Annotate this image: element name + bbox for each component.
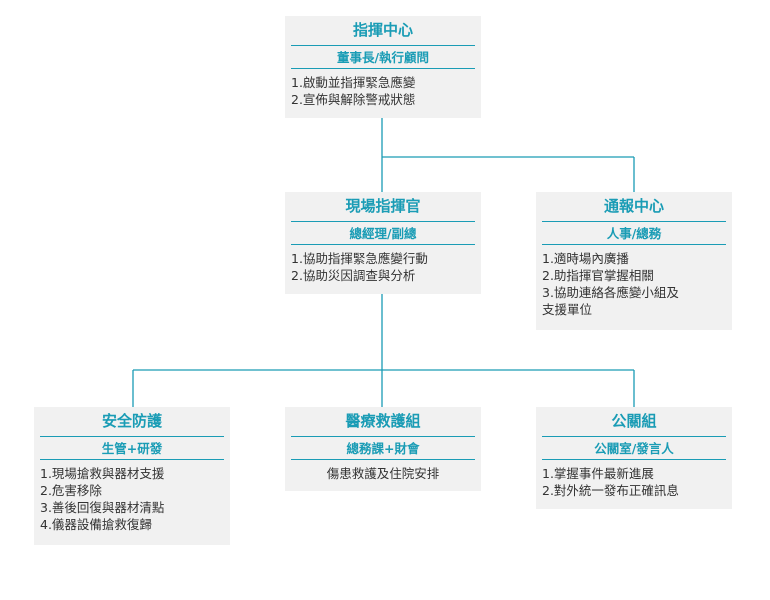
- node-role: 生管+研發: [40, 436, 224, 460]
- node-role: 公關室/發言人: [542, 436, 726, 460]
- duty-item: 2.危害移除: [40, 483, 102, 498]
- duty-item: 4.儀器設備搶救復歸: [40, 517, 152, 532]
- duty-item: 1.適時場內廣播: [542, 251, 629, 266]
- duty-item: 2.對外統一發布正確訊息: [542, 483, 679, 498]
- duty-item: 1.現場搶救與器材支援: [40, 466, 165, 481]
- node-title: 公關組: [611, 412, 657, 430]
- node-role: 董事長/執行顧問: [291, 45, 475, 69]
- duty-item: 3.協助連絡各應變小組及: [542, 285, 679, 300]
- duty-item: 支援單位: [542, 302, 593, 317]
- node-title: 指揮中心: [352, 21, 413, 39]
- notification-center-box: 通報中心 人事/總務 1.適時場內廣播 2.助指揮官掌握相關 3.協助連絡各應變…: [536, 192, 732, 330]
- safety-team-box: 安全防護 生管+研發 1.現場搶救與器材支援 2.危害移除 3.善後回復與器材清…: [34, 407, 230, 545]
- duty-item: 2.助指揮官掌握相關: [542, 268, 654, 283]
- duty-item: 1.啟動並指揮緊急應變: [291, 75, 416, 90]
- duty-item: 傷患救護及住院安排: [326, 466, 440, 481]
- node-duties: 1.適時場內廣播 2.助指揮官掌握相關 3.協助連絡各應變小組及 支援單位: [542, 245, 726, 324]
- node-duties: 1.現場搶救與器材支援 2.危害移除 3.善後回復與器材清點 4.儀器設備搶救復…: [40, 460, 224, 539]
- pr-team-box: 公關組 公關室/發言人 1.掌握事件最新進展 2.對外統一發布正確訊息: [536, 407, 732, 509]
- node-duties: 1.協助指揮緊急應變行動 2.協助災因調查與分析: [291, 245, 475, 290]
- node-title: 醫療救護組: [345, 412, 421, 430]
- node-title: 通報中心: [603, 197, 664, 215]
- node-duties: 傷患救護及住院安排: [291, 460, 475, 488]
- node-duties: 1.掌握事件最新進展 2.對外統一發布正確訊息: [542, 460, 726, 505]
- command-center-box: 指揮中心 董事長/執行顧問 1.啟動並指揮緊急應變 2.宣佈與解除警戒狀態: [285, 16, 481, 118]
- node-title: 安全防護: [101, 412, 162, 430]
- node-role: 人事/總務: [542, 221, 726, 245]
- node-duties: 1.啟動並指揮緊急應變 2.宣佈與解除警戒狀態: [291, 69, 475, 114]
- duty-item: 2.協助災因調查與分析: [291, 268, 416, 283]
- node-title: 現場指揮官: [345, 197, 421, 215]
- medical-team-box: 醫療救護組 總務課+財會 傷患救護及住院安排: [285, 407, 481, 491]
- duty-item: 1.掌握事件最新進展: [542, 466, 654, 481]
- duty-item: 2.宣佈與解除警戒狀態: [291, 92, 416, 107]
- duty-item: 3.善後回復與器材清點: [40, 500, 165, 515]
- duty-item: 1.協助指揮緊急應變行動: [291, 251, 428, 266]
- node-role: 總經理/副總: [291, 221, 475, 245]
- node-role: 總務課+財會: [291, 436, 475, 460]
- field-commander-box: 現場指揮官 總經理/副總 1.協助指揮緊急應變行動 2.協助災因調查與分析: [285, 192, 481, 294]
